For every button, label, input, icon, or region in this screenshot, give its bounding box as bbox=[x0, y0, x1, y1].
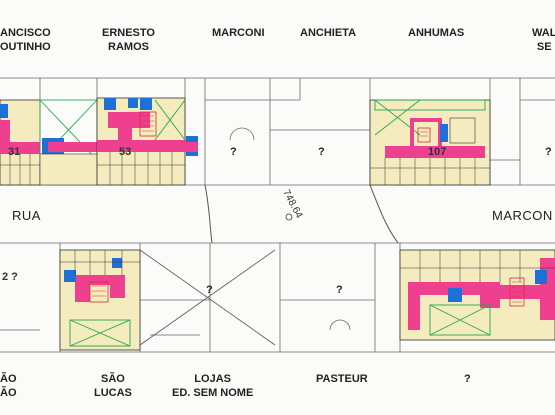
building-sao-lucas bbox=[59, 249, 141, 351]
top-label-anhumas: ANHUMAS bbox=[408, 27, 465, 39]
street-label-marconi: MARCON bbox=[492, 208, 553, 223]
lot-number-2: 2 ? bbox=[2, 271, 18, 283]
lojas-parcel bbox=[139, 249, 276, 346]
unknown-mark: ? bbox=[318, 146, 325, 158]
street-label-rua: RUA bbox=[12, 208, 41, 223]
bottom-label-unknown: ? bbox=[464, 373, 471, 385]
bottom-label-pasteur: PASTEUR bbox=[316, 373, 368, 385]
elevation-marker bbox=[285, 213, 293, 221]
road-edges bbox=[204, 184, 399, 244]
unknown-mark: ? bbox=[230, 146, 237, 158]
building-31 bbox=[0, 99, 98, 186]
unknown-mark: ? bbox=[545, 146, 552, 158]
building-marconi bbox=[399, 249, 555, 341]
unknown-mark: ? bbox=[336, 284, 343, 296]
top-label-marconi: MARCONI bbox=[212, 27, 265, 39]
top-label-anchieta: ANCHIETA bbox=[300, 27, 357, 39]
building-53 bbox=[96, 97, 198, 186]
unknown-mark: ? bbox=[206, 284, 213, 296]
lot-number-31: 31 bbox=[8, 146, 21, 158]
building-107 bbox=[369, 99, 491, 186]
lot-number-107: 107 bbox=[428, 146, 447, 158]
lot-number-53: 53 bbox=[119, 146, 132, 158]
